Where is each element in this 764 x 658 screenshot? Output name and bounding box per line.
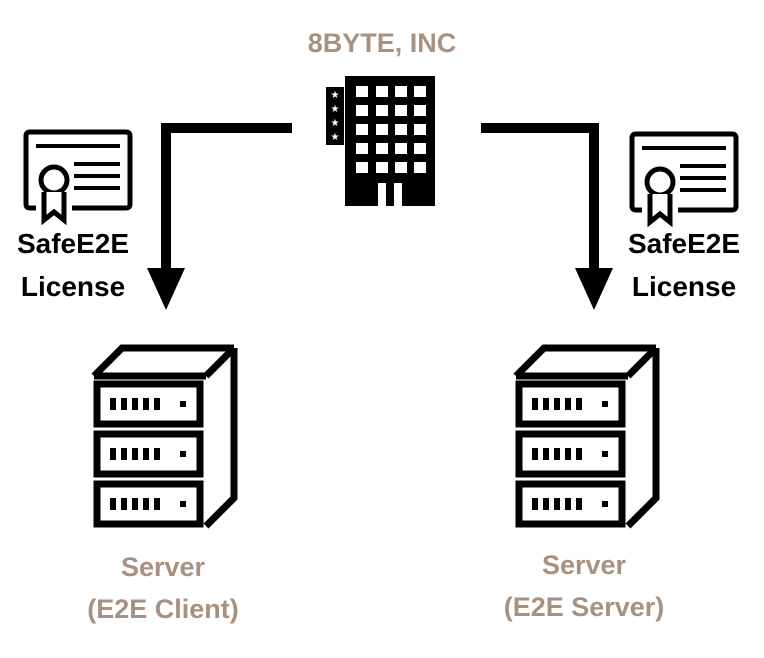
server-label-server: Server (E2E Server) [474,544,694,628]
arrow-to-client [147,123,292,310]
certificate-icon [632,134,736,222]
license-line2: License [20,271,126,302]
arrow-to-server [481,123,613,310]
company-name: 8BYTE, INC [307,28,457,58]
svg-text:★: ★ [331,132,340,143]
svg-text:★: ★ [331,104,340,115]
server-line2: (E2E Client) [87,594,239,624]
license-line1: SafeE2E [627,228,741,259]
license-label-right: SafeE2E License [609,222,759,308]
license-line2: License [631,271,737,302]
certificate-icon [26,132,130,220]
svg-text:★: ★ [331,90,340,101]
office-building-icon: ★ ★ ★ ★ [326,76,435,206]
server-line2: (E2E Server) [503,592,665,622]
license-line1: SafeE2E [16,228,130,259]
server-label-client: Server (E2E Client) [53,546,273,630]
license-label-left: SafeE2E License [0,222,148,308]
server-rack-icon [516,348,656,526]
svg-text:★: ★ [331,118,340,129]
server-rack-icon [94,348,234,526]
server-line1: Server [120,552,206,582]
server-line1: Server [541,550,627,580]
